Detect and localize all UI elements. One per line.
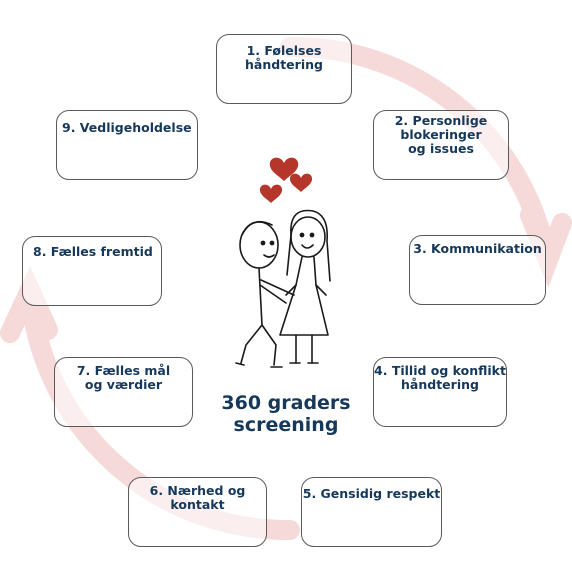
step-box-7: 7. Fælles mål og værdier <box>54 357 193 427</box>
step-box-9: 9. Vedligeholdelse <box>56 110 198 180</box>
step-box-8: 8. Fælles fremtid <box>22 236 162 306</box>
step-label-7: 7. Fælles mål og værdier <box>76 363 171 392</box>
step-label-8: 8. Fælles fremtid <box>33 244 153 259</box>
center-title: 360 graders screening <box>221 392 351 436</box>
step-label-6: 6. Nærhed og kontakt <box>149 483 246 512</box>
step-box-3: 3. Kommunikation <box>409 235 546 305</box>
step-label-9: 9. Vedligeholdelse <box>62 120 192 135</box>
step-label-1: 1. Følelses håndtering <box>245 43 323 72</box>
step-box-2: 2. Personlige blokeringer og issues <box>373 110 509 180</box>
step-box-1: 1. Følelses håndtering <box>216 34 352 104</box>
hearts-icon <box>259 157 313 203</box>
step-box-6: 6. Nærhed og kontakt <box>128 477 267 547</box>
step-label-3: 3. Kommunikation <box>413 241 542 256</box>
step-box-4: 4. Tillid og konflikt håndtering <box>373 357 507 427</box>
step-label-5: 5. Gensidig respekt <box>302 486 441 501</box>
couple-illustration <box>235 157 331 368</box>
step-label-4: 4. Tillid og konflikt håndtering <box>374 363 506 392</box>
step-box-5: 5. Gensidig respekt <box>301 477 442 547</box>
step-label-2: 2. Personlige blokeringer og issues <box>394 113 488 156</box>
